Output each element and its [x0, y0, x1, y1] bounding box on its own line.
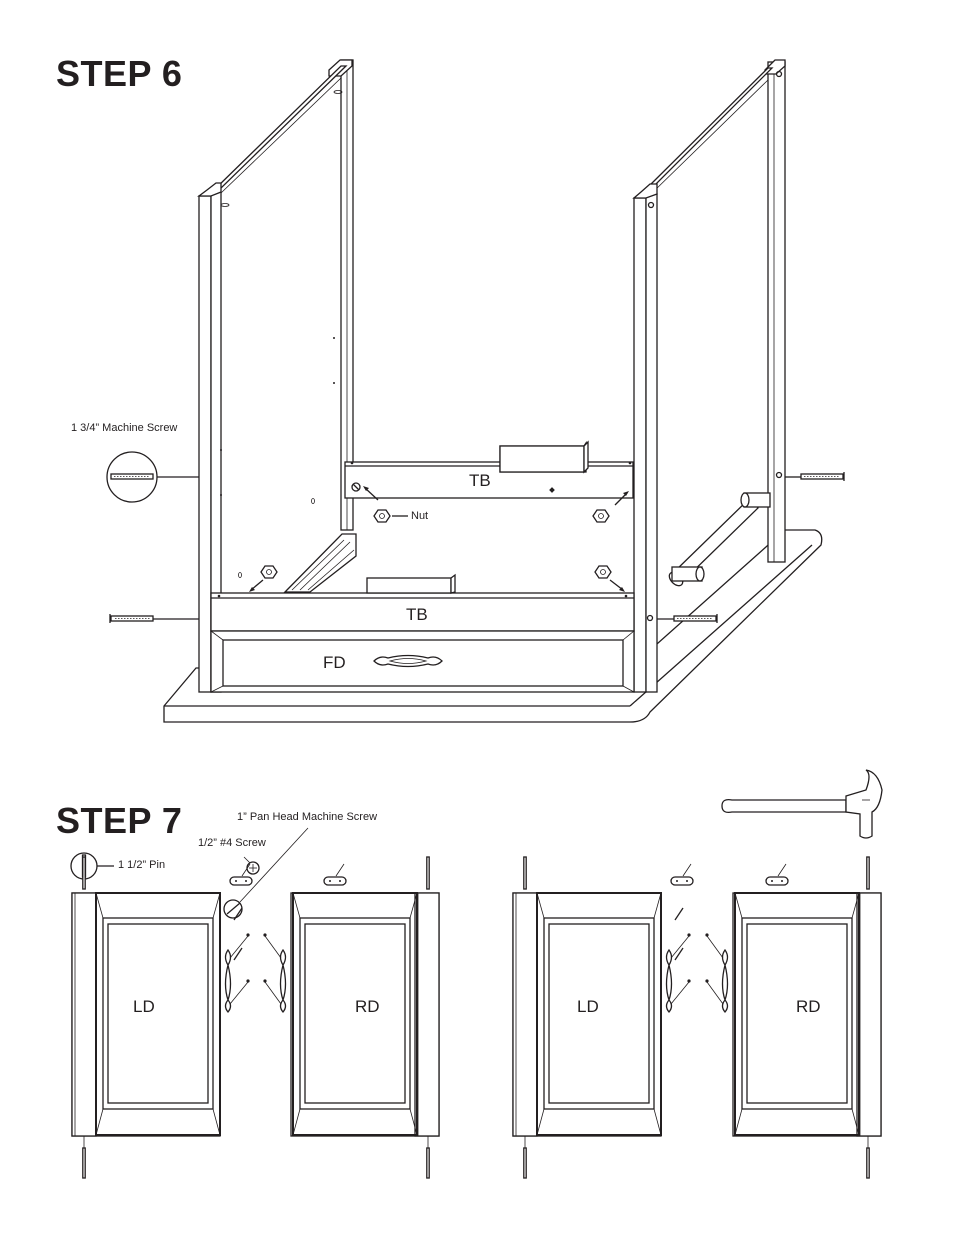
- part-label-fd: FD: [323, 653, 346, 672]
- cabinet-door-4: [705, 856, 882, 1179]
- part-label-tb-back: TB: [469, 471, 491, 490]
- pin-icon: [70, 852, 114, 880]
- nut-icon: [260, 509, 612, 579]
- machine-screw-icon: [106, 451, 845, 623]
- cabinet-door-1: [71, 856, 253, 1179]
- hinge-icon: [765, 863, 789, 886]
- door-layer: [71, 856, 882, 1179]
- half-inch-screw-label: 1/2” #4 Screw: [198, 837, 266, 849]
- nut-label: Nut: [411, 510, 429, 522]
- door-label-rd-2: RD: [796, 997, 821, 1016]
- door-label-ld-1: LD: [133, 997, 155, 1016]
- hammer-icon: [721, 769, 883, 839]
- door-label-rd-1: RD: [355, 997, 380, 1016]
- hinge-icon: [670, 863, 694, 886]
- step6-cabinet-drawing: [106, 59, 845, 723]
- pin-icon: [82, 856, 86, 1179]
- hinge-icon: [323, 863, 347, 886]
- pin-icon: [523, 856, 527, 1179]
- handle-icon: [224, 933, 250, 1014]
- step6-title: STEP 6: [56, 53, 183, 94]
- pan-head-screw-label: 1” Pan Head Machine Screw: [237, 811, 378, 823]
- cabinet-door-2: [263, 856, 440, 1179]
- part-label-tb-front: TB: [406, 605, 428, 624]
- pin-icon: [426, 856, 430, 1179]
- handle-icon: [373, 654, 443, 668]
- handle-icon: [705, 933, 729, 1014]
- pin-label: 1 1/2” Pin: [118, 859, 166, 871]
- handle-icon: [665, 933, 691, 1014]
- handle-icon: [263, 933, 287, 1014]
- step7-title: STEP 7: [56, 800, 183, 841]
- hinge-icon: [229, 863, 253, 886]
- door-label-ld-2: LD: [577, 997, 599, 1016]
- pin-icon: [866, 856, 870, 1179]
- cabinet-door-3: [512, 856, 694, 1179]
- machine-screw-label: 1 3/4” Machine Screw: [71, 422, 178, 434]
